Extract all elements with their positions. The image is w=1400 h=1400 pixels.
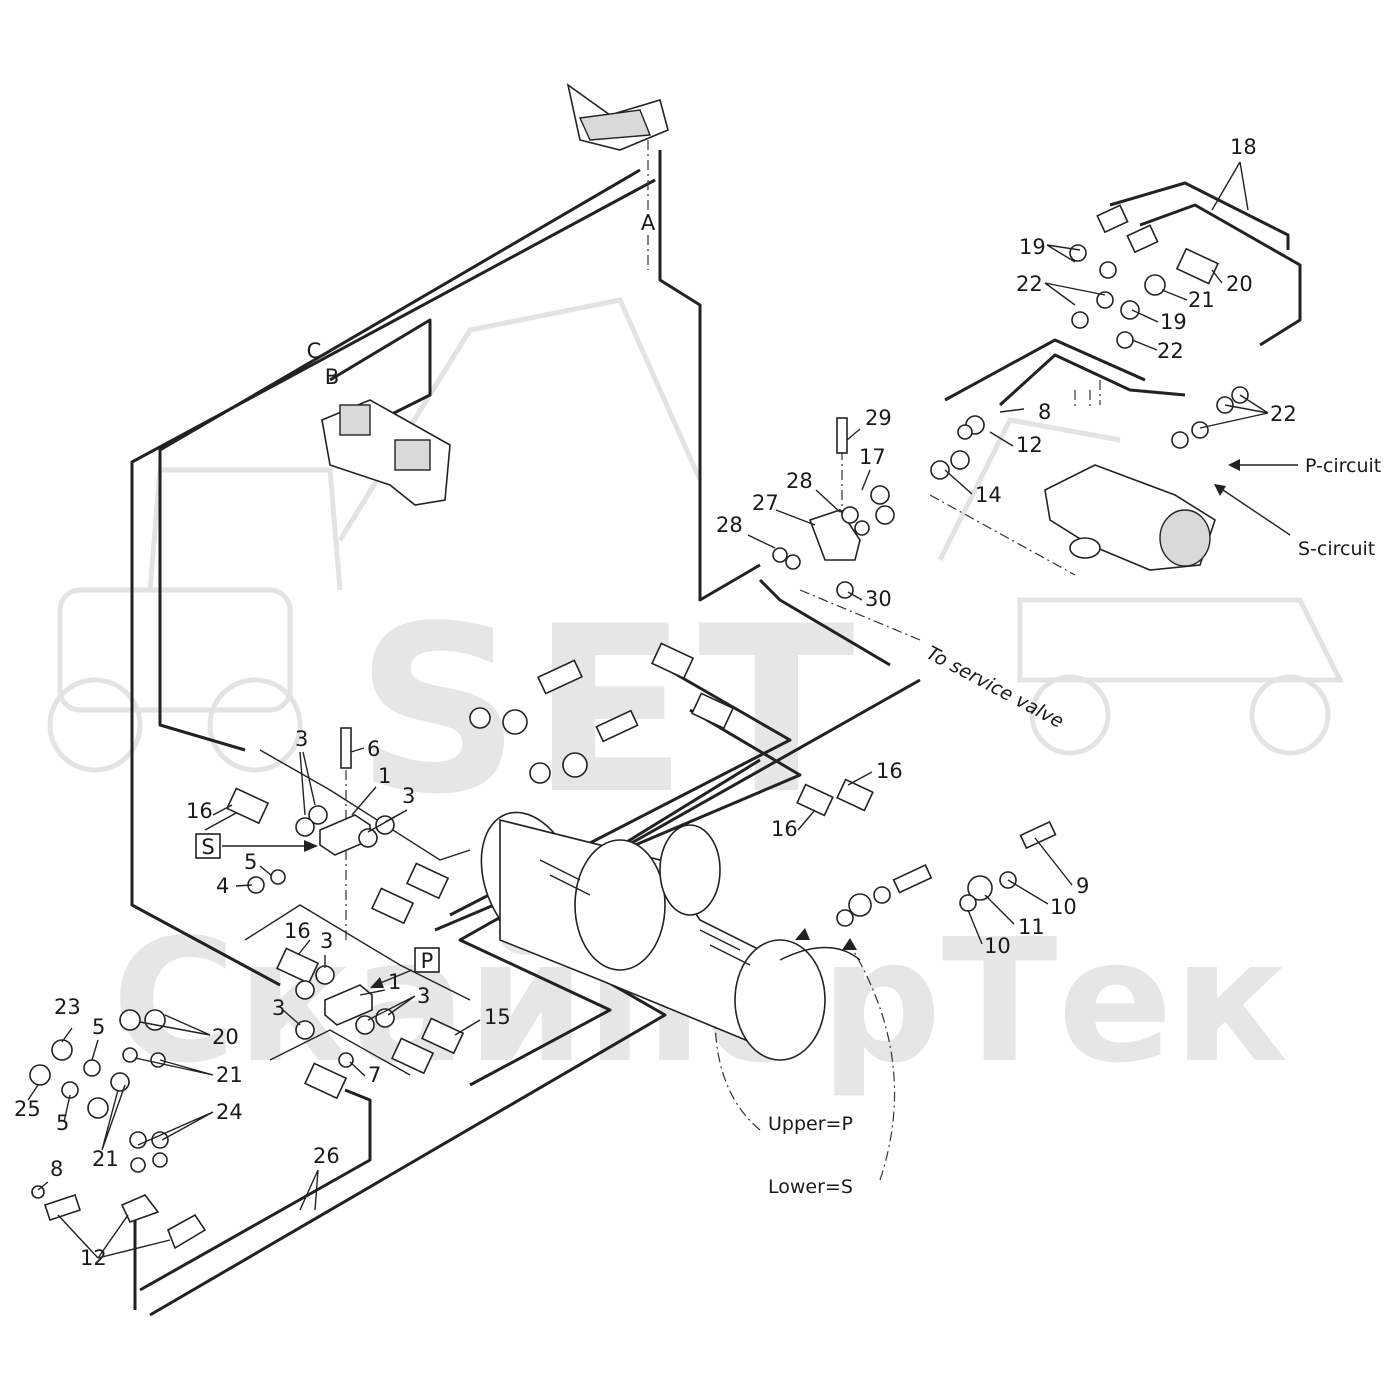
lower-arrow-head [842,938,857,950]
brake-pedal-valve [566,83,669,151]
callout-24: 24 [216,1100,243,1124]
callout-21-lower-a: 21 [216,1063,243,1087]
callout-3-b: 3 [402,784,415,808]
s-arrow-head [304,840,318,852]
pipe-from-pedal-left [158,168,641,752]
callout-5-lower-a: 5 [92,1015,105,1039]
callout-23: 23 [54,995,81,1019]
callout-27: 27 [752,491,779,515]
upper-arrow-head [795,928,810,940]
fittings [29,204,1249,1199]
callout-5-upper: 5 [244,850,257,874]
callout-15: 15 [484,1005,511,1029]
callout-17: 17 [859,445,886,469]
bolts [340,417,1057,894]
callout-leaders [27,161,1269,1259]
callout-3-e: 3 [417,984,430,1008]
callout-8-upper: 8 [1038,400,1051,424]
callout-1-upper: 1 [378,764,391,788]
callout-22-c: 22 [1270,402,1297,426]
p-circuit-label: P-circuit [1305,455,1381,477]
callout-16-d: 16 [771,817,798,841]
callout-22-a: 22 [1016,272,1043,296]
s-box-label: S [201,835,214,859]
callout-19-a: 19 [1019,235,1046,259]
callout-28-b: 28 [716,513,743,537]
callout-30: 30 [865,587,892,611]
callout-22-b: 22 [1157,339,1184,363]
callout-3-a: 3 [295,727,308,751]
callout-14: 14 [975,483,1002,507]
callout-1-lower: 1 [388,970,401,994]
brake-valve-bc [321,399,451,506]
pipe-pedal-down [658,150,761,602]
callout-21-upper: 21 [1188,288,1215,312]
callout-29: 29 [865,406,892,430]
callout-10-b: 10 [984,934,1011,958]
pipe-rear-axle-p [944,338,1146,402]
parts [29,83,1249,1250]
callout-12-lower: 12 [80,1246,107,1270]
frame-p-block [244,904,471,1076]
front-axle-housing [480,811,861,1061]
pipe-service-valve [758,578,891,667]
callout-10-a: 10 [1050,895,1077,919]
callout-9: 9 [1076,874,1089,898]
callout-16-c: 16 [876,759,903,783]
letter-c: C [307,339,322,363]
rear-axle-drive [1044,464,1216,571]
leader-lower [849,944,896,1181]
callout-6: 6 [367,737,380,761]
p-box-label: P [421,949,434,973]
brake-pipes [130,150,1302,1317]
p-box [414,947,440,973]
callout-3-c: 3 [320,929,333,953]
leader-service-valve [799,589,921,641]
route-letters: A B C [307,211,656,389]
callout-25: 25 [14,1097,41,1121]
callout-11: 11 [1018,915,1045,939]
callout-28-a: 28 [786,469,813,493]
circuit-boxes: S P [195,833,440,988]
pipe-18b [1139,203,1302,347]
pipe-central-3 [458,678,921,1087]
leader-axle-up [929,494,1076,576]
bracket-12-lower [43,1193,207,1250]
callout-21-lower-b: 21 [92,1147,119,1171]
pipe-rear-axle-s [998,353,1186,407]
callout-5-lower-b: 5 [56,1111,69,1135]
callout-19-b: 19 [1160,310,1187,334]
p-arrow-head [370,977,384,988]
callout-16-b: 16 [284,919,311,943]
callout-7: 7 [368,1063,381,1087]
callout-4: 4 [216,874,229,898]
watermark-logo-text: SET [355,578,865,845]
callout-26: 26 [313,1144,340,1168]
upper-p-label: Upper=P [768,1113,853,1135]
s-circuit-arrow [1219,487,1291,536]
callout-16-a: 16 [186,799,213,823]
leader-p-circuit [1074,380,1101,410]
callout-8-lower: 8 [50,1157,63,1181]
s-circuit-label: S-circuit [1298,538,1375,560]
pipe-b-c-loop [329,318,432,417]
letter-a: A [641,211,656,235]
callout-20-upper: 20 [1226,272,1253,296]
s-circuit-arrow-head [1214,484,1226,496]
p-circuit-arrow-head [1228,459,1240,471]
callout-12-upper: 12 [1016,433,1043,457]
pipe-18a [1109,181,1290,250]
callout-numbers: 1 1 3 3 3 3 3 3 4 5 5 5 6 7 8 8 9 10 10 … [14,135,1297,1270]
s-box [195,833,221,859]
p-arrow [377,969,413,985]
callout-18: 18 [1230,135,1257,159]
lower-s-label: Lower=S [768,1176,853,1198]
pipe-long-26c [139,1088,372,1292]
callout-20-lower: 20 [212,1025,239,1049]
letter-b: B [325,365,339,389]
callout-3-d: 3 [272,996,285,1020]
pipe-from-pedal-left-2 [130,178,656,987]
